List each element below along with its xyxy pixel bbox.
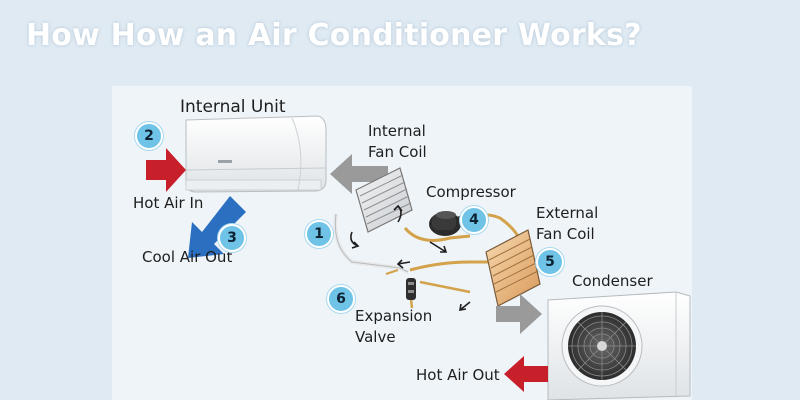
internal-unit [185,115,327,193]
cool-air-out-label: Cool Air Out [142,248,233,266]
condenser-label: Condenser [572,272,653,290]
cool-air-out-arrow [188,196,246,258]
expansion-valve-label-line1: Expansion [355,307,433,325]
condenser-unit [547,291,691,400]
external-fan-coil-label-line2: Fan Coil [536,225,595,243]
internal-unit-label: Internal Unit [180,97,286,117]
compressor-label: Compressor [426,183,516,201]
step-badge-3: 3 [218,224,246,252]
diagram-title: How How an Air Conditioner Works? [26,18,642,53]
return-air-arrow [330,154,388,194]
step-badge-6: 6 [327,285,355,313]
external-fan-coil [485,229,541,307]
step-badge-5: 5 [536,248,564,276]
compressor [429,211,461,236]
internal-fan-coil-label-line1: Internal [368,122,426,140]
hot-air-out-label: Hot Air Out [416,366,500,384]
hot-air-in-arrow [146,148,186,192]
step-badge-1: 1 [305,220,333,248]
hot-air-out-arrow [504,356,548,392]
step-badge-4: 4 [460,206,488,234]
internal-fan-coil [355,167,413,233]
hot-air-in-label: Hot Air In [133,194,204,212]
external-fan-coil-label-line1: External [536,204,599,222]
internal-fan-coil-label-line2: Fan Coil [368,143,427,161]
expansion-valve-label-line2: Valve [355,328,396,346]
expansion-valve [406,278,416,300]
step-badge-2: 2 [135,122,163,150]
condenser-air-arrow [496,294,542,334]
